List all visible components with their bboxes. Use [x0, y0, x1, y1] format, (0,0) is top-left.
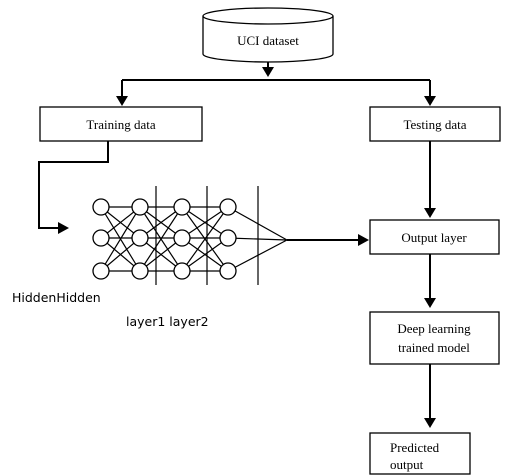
network-node — [92, 198, 110, 216]
output-to-model-arrow — [424, 254, 436, 308]
network-node — [219, 198, 237, 216]
network-node — [173, 262, 191, 280]
network-node — [131, 198, 149, 216]
training-data-node: Training data — [39, 106, 203, 142]
hidden-layer2-nodes — [173, 198, 191, 280]
network-node — [219, 262, 237, 280]
trained-model-label-line2: trained model — [398, 340, 470, 355]
network-node — [173, 198, 191, 216]
network-node — [92, 262, 110, 280]
training-to-network-arrow — [38, 141, 109, 234]
uci-dataset-label: UCI dataset — [237, 33, 299, 48]
hidden-layer-label-line2: layer1 layer2 — [126, 314, 209, 329]
uci-dataset-node: UCI dataset — [202, 7, 334, 63]
testing-data-label: Testing data — [404, 117, 467, 132]
predicted-output-label-line2: output — [390, 457, 424, 472]
training-data-label: Training data — [86, 117, 155, 132]
input-layer-nodes — [92, 198, 110, 280]
hidden-layer3-nodes — [219, 198, 237, 280]
trained-model-label-line1: Deep learning — [397, 321, 471, 336]
network-node — [173, 229, 191, 247]
network-node — [131, 262, 149, 280]
testing-to-output-arrow — [424, 141, 436, 218]
network-to-output-arrow — [287, 234, 369, 246]
network-node — [219, 229, 237, 247]
hidden-layer1-nodes — [131, 198, 149, 280]
network-node — [92, 229, 110, 247]
connections-to-output — [227, 206, 288, 272]
trained-model-node: Deep learning trained model — [369, 311, 500, 365]
neural-network — [92, 186, 288, 285]
testing-data-node: Testing data — [369, 106, 501, 142]
predicted-output-label-line1: Predicted — [390, 440, 440, 455]
model-to-predicted-arrow — [424, 364, 436, 428]
output-layer-node: Output layer — [369, 219, 500, 255]
network-node — [131, 229, 149, 247]
output-layer-label: Output layer — [401, 230, 467, 245]
predicted-output-node: Predicted output — [369, 432, 471, 475]
split-connector — [116, 79, 436, 106]
hidden-layer-label-line1: HiddenHidden — [12, 290, 101, 305]
dataset-arrow — [262, 62, 274, 77]
